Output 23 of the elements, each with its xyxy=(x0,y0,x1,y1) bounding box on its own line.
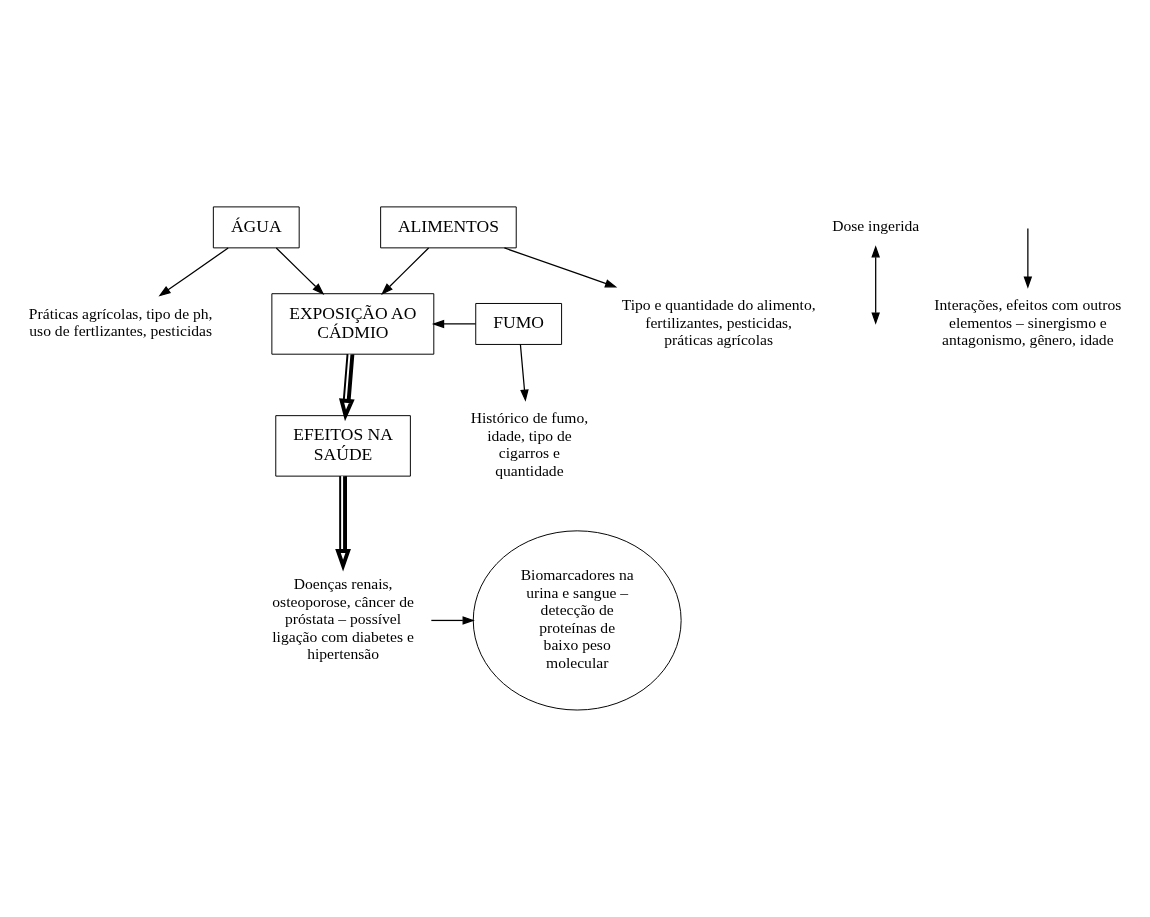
arrow xyxy=(519,343,529,402)
node-box: EXPOSIÇÃO AO CÁDMIO xyxy=(271,293,435,355)
node-box: ÁGUA xyxy=(212,206,300,249)
arrow xyxy=(430,616,475,625)
node-box: EFEITOS NA SAÚDE xyxy=(275,415,411,477)
arrow xyxy=(1023,227,1033,289)
node-text: Doenças renais, osteoporose, câncer de próstata – possível ligação com diabetes e hipertensão xyxy=(272,575,414,663)
node-text: Dose ingerida xyxy=(832,217,920,235)
arrow xyxy=(275,247,325,296)
node-box: ALIMENTOS xyxy=(380,206,517,249)
arrow xyxy=(335,476,351,572)
arrow xyxy=(871,245,880,325)
arrow xyxy=(431,319,477,329)
arrow xyxy=(503,247,618,288)
node-box: FUMO xyxy=(475,303,563,345)
node-text: Tipo e quantidade do alimento, fertilizantes, pesticidas, práticas agrícolas xyxy=(621,296,816,349)
node-text: Histórico de fumo, idade, tipo de cigarros e quantidade xyxy=(470,409,589,479)
node-text: Práticas agrícolas, tipo de ph, uso de fertlizantes, pesticidas xyxy=(28,304,213,340)
arrow xyxy=(338,353,355,422)
arrow xyxy=(158,247,229,297)
arrow xyxy=(381,247,430,296)
node-ellipse: Biomarcadores na urina e sangue – detecção de proteínas de baixo peso molecular xyxy=(472,530,682,711)
node-text: Interações, efeitos com outros elementos – sinergismo e antagonismo, gênero, idade xyxy=(934,296,1122,349)
